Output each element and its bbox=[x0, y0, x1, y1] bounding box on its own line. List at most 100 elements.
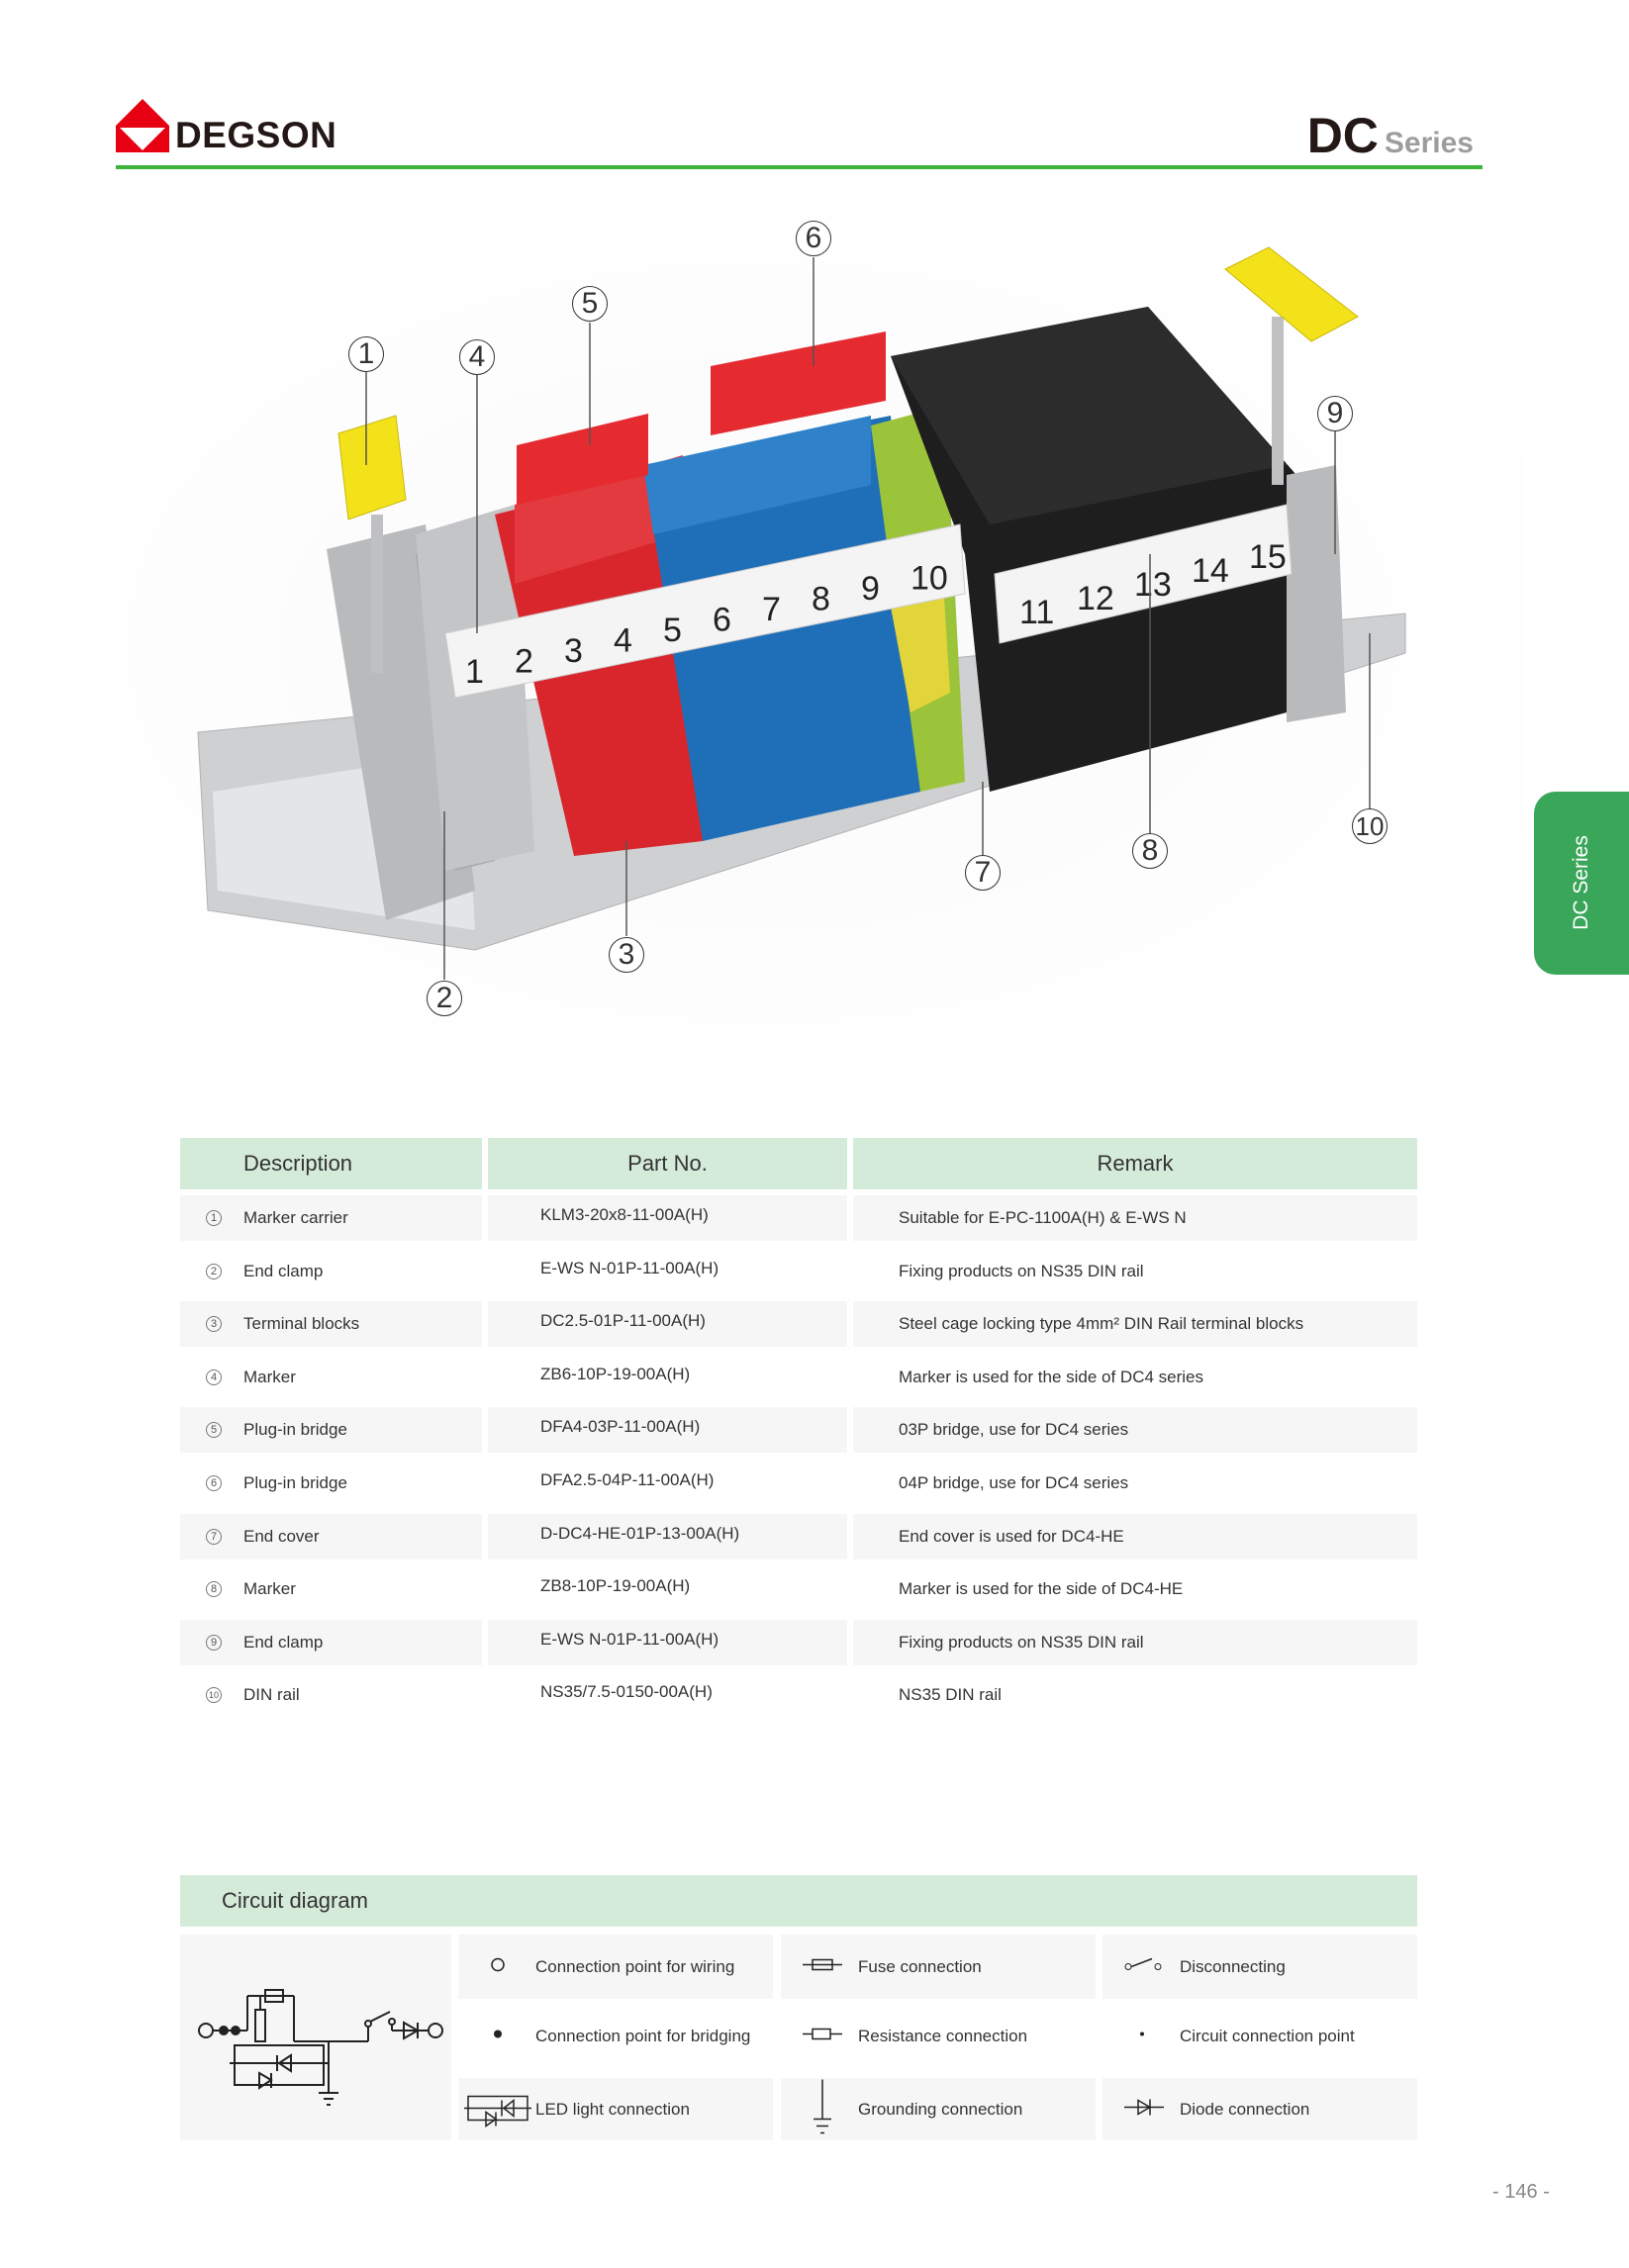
marker-number: 9 bbox=[861, 570, 880, 608]
cell-part-no: E-WS N-01P-11-00A(H) bbox=[488, 1619, 847, 1665]
marker-number: 8 bbox=[812, 581, 830, 618]
cell-remark: Fixing products on NS35 DIN rail bbox=[853, 1619, 1417, 1665]
table-row: 3 Terminal blocks DC2.5-01P-11-00A(H) Ste… bbox=[180, 1301, 1417, 1348]
cell-description: 9 End clamp bbox=[180, 1619, 482, 1665]
circuit-schematic-icon bbox=[198, 1989, 443, 2106]
legend-label: Fuse connection bbox=[858, 1956, 982, 1976]
cell-part-no: KLM3-20x8-11-00A(H) bbox=[488, 1195, 847, 1241]
ground-icon bbox=[801, 2077, 844, 2141]
filled-dot-icon bbox=[478, 2024, 518, 2048]
marker-number: 12 bbox=[1077, 580, 1114, 617]
cell-remark: Marker is used for the side of DC4-HE bbox=[899, 1579, 1184, 1599]
legend-label: Resistance connection bbox=[858, 2026, 1028, 2045]
legend-item: Connection point for wiring bbox=[458, 1935, 773, 1999]
series-sub: Series bbox=[1384, 127, 1474, 159]
item-number-badge: 1 bbox=[206, 1210, 222, 1226]
marker-number: 11 bbox=[1019, 594, 1054, 631]
description-text: Marker carrier bbox=[243, 1208, 348, 1227]
callout-5: 5 bbox=[572, 286, 608, 322]
cell-part-no: ZB8-10P-19-00A(H) bbox=[540, 1576, 691, 1596]
open-circle-icon bbox=[478, 1954, 518, 1979]
callout-8: 8 bbox=[1132, 833, 1168, 869]
callout-7: 7 bbox=[965, 855, 1001, 891]
description-text: Plug-in bridge bbox=[243, 1473, 347, 1492]
callout-6: 6 bbox=[796, 221, 831, 256]
legend-item: Grounding connection bbox=[781, 2078, 1096, 2140]
table-row: 8 Marker ZB8-10P-19-00A(H) Marker is used… bbox=[180, 1566, 1417, 1612]
legend-label: Connection point for bridging bbox=[535, 2026, 751, 2045]
table-row: 9 End clamp E-WS N-01P-11-00A(H) Fixing p… bbox=[180, 1619, 1417, 1665]
page-number: - 146 - bbox=[1492, 2181, 1550, 2203]
cell-remark: NS35 DIN rail bbox=[899, 1685, 1002, 1705]
marker-strip-left bbox=[444, 523, 966, 699]
marker-number: 7 bbox=[762, 591, 781, 628]
marker-carrier-left bbox=[337, 415, 407, 520]
legend-label: Connection point for wiring bbox=[535, 1956, 735, 1976]
description-text: End cover bbox=[243, 1526, 320, 1546]
marker-number: 14 bbox=[1192, 552, 1229, 590]
description-text: End clamp bbox=[243, 1632, 324, 1652]
cell-remark: 04P bridge, use for DC4 series bbox=[899, 1473, 1129, 1492]
callout-1: 1 bbox=[348, 336, 384, 372]
small-dot-icon bbox=[1122, 2024, 1162, 2048]
description-text: Marker bbox=[243, 1367, 296, 1386]
brand-name: DEGSON bbox=[175, 115, 337, 155]
cell-remark: Suitable for E-PC-1100A(H) & E-WS N bbox=[853, 1195, 1417, 1241]
plug-in-bridge-4p bbox=[711, 331, 886, 435]
side-tab-label: DC Series bbox=[1570, 835, 1592, 930]
cell-remark: Fixing products on NS35 DIN rail bbox=[899, 1261, 1144, 1280]
callout-9: 9 bbox=[1317, 396, 1353, 431]
column-header-part-no: Part No. bbox=[488, 1138, 847, 1189]
cell-description: 3 Terminal blocks bbox=[180, 1301, 482, 1348]
marker-carrier-right bbox=[1224, 246, 1359, 342]
legend-item: Disconnecting bbox=[1102, 1935, 1417, 1999]
marker-number: 6 bbox=[713, 602, 731, 639]
description-text: DIN rail bbox=[243, 1685, 300, 1705]
cell-part-no: DC2.5-01P-11-00A(H) bbox=[488, 1301, 847, 1348]
item-number-badge: 8 bbox=[206, 1581, 222, 1598]
legend-label: Disconnecting bbox=[1180, 1956, 1286, 1976]
header-divider bbox=[116, 165, 1483, 169]
cell-part-no: E-WS N-01P-11-00A(H) bbox=[540, 1258, 719, 1277]
legend-item: Fuse connection bbox=[781, 1935, 1096, 1999]
cell-remark: Steel cage locking type 4mm² DIN Rail te… bbox=[853, 1301, 1417, 1348]
side-tab-dc-series[interactable]: DC Series bbox=[1534, 792, 1629, 975]
column-header-description: Description bbox=[180, 1138, 482, 1189]
leader-lines bbox=[365, 257, 1371, 980]
description-text: Terminal blocks bbox=[243, 1314, 360, 1334]
circuit-diagram-figure bbox=[180, 1935, 451, 2140]
marker-strip-right bbox=[994, 504, 1293, 644]
table-row: 2 End clamp E-WS N-01P-11-00A(H) Fixing p… bbox=[180, 1249, 1417, 1294]
legend-item: Circuit connection point bbox=[1102, 2004, 1417, 2068]
marker-number: 1 bbox=[465, 653, 484, 691]
cell-description: 8 Marker bbox=[180, 1566, 482, 1612]
item-number-badge: 7 bbox=[206, 1528, 222, 1545]
item-number-badge: 10 bbox=[206, 1687, 222, 1704]
plug-in-bridge-3p bbox=[517, 414, 648, 505]
legend-item: Diode connection bbox=[1102, 2078, 1417, 2140]
item-number-badge: 5 bbox=[206, 1422, 222, 1439]
cell-part-no: DFA4-03P-11-00A(H) bbox=[488, 1407, 847, 1454]
cell-part-no: ZB6-10P-19-00A(H) bbox=[540, 1364, 691, 1383]
circuit-diagram-title: Circuit diagram bbox=[180, 1875, 1417, 1927]
item-number-badge: 3 bbox=[206, 1316, 222, 1333]
series-main: DC bbox=[1306, 108, 1379, 163]
legend-label: Grounding connection bbox=[858, 2099, 1023, 2119]
marker-number: 4 bbox=[614, 622, 632, 660]
degson-logo-icon bbox=[116, 99, 169, 152]
marker-number: 5 bbox=[663, 612, 682, 649]
callout-10: 10 bbox=[1352, 808, 1388, 844]
end-clamp-right bbox=[1287, 465, 1346, 722]
item-number-badge: 9 bbox=[206, 1634, 222, 1651]
cell-remark: End cover is used for DC4-HE bbox=[853, 1513, 1417, 1559]
item-number-badge: 2 bbox=[206, 1263, 222, 1279]
description-text: End clamp bbox=[243, 1261, 324, 1280]
description-text: Marker bbox=[243, 1579, 296, 1599]
